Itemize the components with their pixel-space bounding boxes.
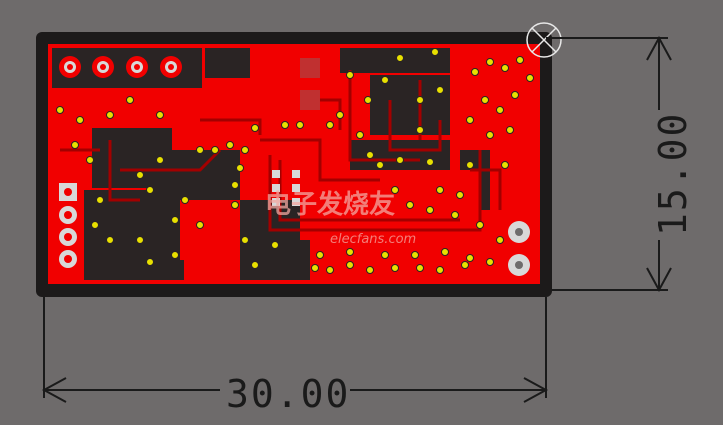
via (391, 264, 399, 272)
via (146, 258, 154, 266)
via (136, 171, 144, 179)
via (126, 96, 134, 104)
via (381, 251, 389, 259)
via (181, 196, 189, 204)
via (231, 201, 239, 209)
via (296, 121, 304, 129)
via (471, 68, 479, 76)
svg-text:电子发烧友: 电子发烧友 (265, 189, 395, 220)
via (511, 91, 519, 99)
via (466, 116, 474, 124)
via (526, 74, 534, 82)
watermark: 电子发烧友 elecfans.com (265, 189, 416, 247)
via (326, 121, 334, 129)
via (426, 206, 434, 214)
via (356, 131, 364, 139)
via (436, 86, 444, 94)
via (146, 186, 154, 194)
via (456, 191, 464, 199)
via (486, 131, 494, 139)
via (426, 158, 434, 166)
via (71, 141, 79, 149)
via (506, 126, 514, 134)
via (441, 248, 449, 256)
via (311, 264, 319, 272)
via (416, 126, 424, 134)
via (171, 216, 179, 224)
via (451, 211, 459, 219)
via (516, 56, 524, 64)
via (76, 116, 84, 124)
copper-pours (56, 48, 540, 281)
via (211, 146, 219, 154)
via (486, 258, 494, 266)
vias (56, 48, 534, 274)
via (466, 161, 474, 169)
via (346, 248, 354, 256)
via (466, 254, 474, 262)
via (416, 96, 424, 104)
via (336, 111, 344, 119)
ic-footprint (272, 58, 320, 206)
via (251, 124, 259, 132)
via (106, 236, 114, 244)
via (436, 266, 444, 274)
via (56, 106, 64, 114)
height-dimension-label: 15.00 (651, 111, 695, 236)
via (436, 186, 444, 194)
via (136, 236, 144, 244)
via (156, 156, 164, 164)
via (346, 71, 354, 79)
via (196, 146, 204, 154)
via (411, 251, 419, 259)
via (416, 264, 424, 272)
via (364, 96, 372, 104)
via (431, 48, 439, 56)
via (501, 161, 509, 169)
via (251, 261, 259, 269)
via (496, 236, 504, 244)
via (396, 156, 404, 164)
via (96, 196, 104, 204)
via (476, 221, 484, 229)
via (381, 76, 389, 84)
via (86, 156, 94, 164)
via (91, 221, 99, 229)
svg-text:elecfans.com: elecfans.com (330, 232, 416, 247)
via (236, 164, 244, 172)
via (241, 146, 249, 154)
via (501, 64, 509, 72)
via (231, 181, 239, 189)
dimension-height (546, 35, 672, 293)
via (171, 251, 179, 259)
via (271, 241, 279, 249)
via (376, 161, 384, 169)
via (316, 251, 324, 259)
via (196, 221, 204, 229)
via (241, 236, 249, 244)
header-pads-top (59, 56, 182, 78)
via (461, 261, 469, 269)
dimension-width (41, 297, 549, 403)
via (106, 111, 114, 119)
crosshair-circle-icon (526, 22, 562, 58)
via (406, 201, 414, 209)
via (391, 186, 399, 194)
via (486, 58, 494, 66)
width-dimension-label: 30.00 (226, 372, 351, 416)
via (281, 121, 289, 129)
via (226, 141, 234, 149)
via (156, 111, 164, 119)
via (366, 266, 374, 274)
via (326, 266, 334, 274)
via (366, 151, 374, 159)
via (496, 106, 504, 114)
via (346, 261, 354, 269)
header-pads-left (59, 183, 77, 268)
via (481, 96, 489, 104)
via (396, 54, 404, 62)
mounting-pads-right (508, 221, 530, 276)
